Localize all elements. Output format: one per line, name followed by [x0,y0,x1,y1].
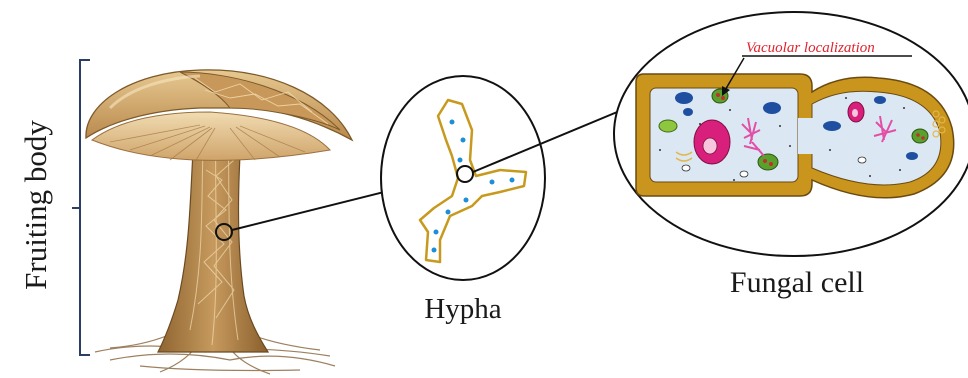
connector-stem-to-hypha [232,192,384,230]
fungal-cell-label: Fungal cell [730,266,864,299]
vacuolar-localization-label: Vacuolar localization [746,40,875,56]
hypha-label: Hypha [424,293,501,325]
fruiting-body-label: Fruiting body [18,120,53,290]
fruiting-body-bracket [72,60,90,355]
hypha-zoom [381,76,545,280]
mushroom-illustration [86,70,352,374]
